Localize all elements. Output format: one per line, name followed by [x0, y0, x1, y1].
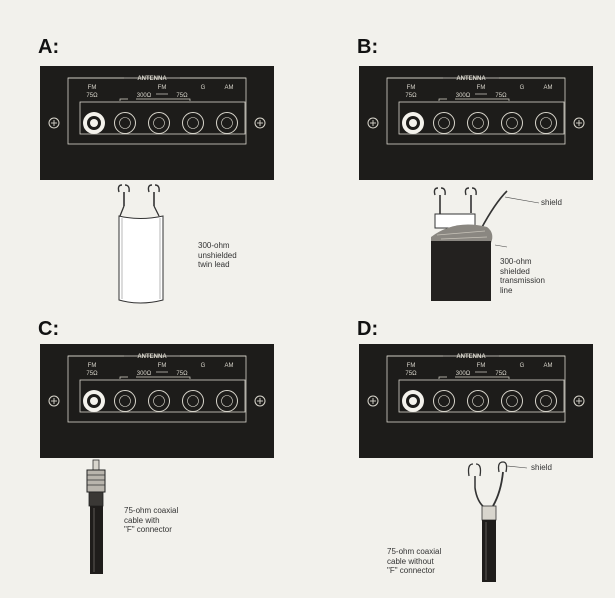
caption-line: shielded	[500, 266, 530, 276]
caption-line: unshielded	[198, 250, 237, 260]
fm-300-terminal-2	[467, 112, 489, 134]
ground-terminal	[182, 390, 204, 412]
caption-line: cable with	[124, 515, 160, 525]
caption-line: 300-ohm	[500, 257, 532, 266]
panel-b-letter: B:	[357, 36, 379, 58]
ohm75-right-label: 75Ω	[176, 93, 188, 99]
ground-label: G	[201, 363, 206, 369]
am-terminal	[535, 390, 557, 412]
am-label: AM	[544, 363, 553, 369]
caption-line: line	[500, 285, 513, 295]
fm-right-label: FM	[477, 363, 486, 369]
fm-right-label: FM	[477, 85, 486, 91]
terminal-board-b: ANTENNA FM 75Ω FM 300Ω 75Ω G AM	[359, 66, 593, 180]
fm-75-connector	[402, 390, 424, 412]
ground-label: G	[201, 85, 206, 91]
am-label: AM	[225, 363, 234, 369]
ground-terminal	[182, 112, 204, 134]
fm-right-label: FM	[158, 363, 167, 369]
ohm75-right-label: 75Ω	[495, 371, 507, 377]
ground-label: G	[520, 85, 525, 91]
fm-75-connector	[83, 390, 105, 412]
panel-b-caption: 300-ohm shielded transmission line	[500, 257, 545, 295]
fm-left-label: FM	[88, 363, 97, 369]
fm-right-label: FM	[158, 85, 167, 91]
coax-bare-illustration	[467, 461, 528, 582]
ohm75-left-label: 75Ω	[405, 371, 417, 377]
panel-d-shield-label: shield	[531, 463, 552, 472]
caption-line: twin lead	[198, 260, 230, 269]
ohm300-label: 300Ω	[456, 371, 471, 377]
ground-label: G	[520, 363, 525, 369]
panel-c-letter: C:	[38, 318, 60, 340]
ohm300-label: 300Ω	[456, 93, 471, 99]
panel-a-letter: A:	[38, 36, 60, 58]
panel-d-caption: 75-ohm coaxial cable without "F" connect…	[387, 547, 441, 576]
caption-line: 75-ohm coaxial	[124, 506, 179, 515]
panel-a-caption: 300-ohm unshielded twin lead	[198, 241, 237, 270]
ohm75-left-label: 75Ω	[405, 93, 417, 99]
panel-d-letter: D:	[357, 318, 379, 340]
ohm300-label: 300Ω	[137, 93, 152, 99]
fm-300-terminal-2	[148, 112, 170, 134]
caption-line: "F" connector	[124, 525, 172, 534]
ohm75-right-label: 75Ω	[176, 371, 188, 377]
am-label: AM	[544, 85, 553, 91]
am-terminal	[535, 112, 557, 134]
fm-left-label: FM	[407, 363, 416, 369]
ohm75-left-label: 75Ω	[86, 93, 98, 99]
ground-terminal	[501, 390, 523, 412]
terminal-board-d: ANTENNA FM 75Ω FM 300Ω 75Ω G AM	[359, 344, 593, 458]
twin-lead-cable-illustration	[117, 184, 164, 304]
am-terminal	[216, 112, 238, 134]
antenna-label: ANTENNA	[137, 354, 167, 360]
terminal-board-a: ANTENNA FM 75Ω FM 300Ω 75Ω G AM	[40, 66, 274, 180]
caption-line: 300-ohm	[198, 241, 230, 250]
fm-300-terminal-1	[433, 112, 455, 134]
fm-300-terminal-1	[114, 112, 136, 134]
am-terminal	[216, 390, 238, 412]
antenna-label: ANTENNA	[456, 354, 486, 360]
caption-line: transmission	[500, 276, 545, 285]
ground-terminal	[501, 112, 523, 134]
caption-line: cable without	[387, 556, 434, 566]
shielded-line-cable-illustration	[431, 187, 540, 301]
fm-300-terminal-2	[467, 390, 489, 412]
ohm75-left-label: 75Ω	[86, 371, 98, 377]
fm-300-terminal-2	[148, 390, 170, 412]
fm-300-terminal-1	[114, 390, 136, 412]
coax-f-connector-illustration	[86, 459, 106, 574]
antenna-label: ANTENNA	[137, 76, 167, 82]
fm-300-terminal-1	[433, 390, 455, 412]
ohm75-right-label: 75Ω	[495, 93, 507, 99]
fm-left-label: FM	[88, 85, 97, 91]
terminal-board-c: ANTENNA FM 75Ω FM 300Ω 75Ω G AM	[40, 344, 274, 458]
am-label: AM	[225, 85, 234, 91]
caption-line: "F" connector	[387, 566, 435, 575]
caption-line: 75-ohm coaxial	[387, 547, 442, 556]
ohm300-label: 300Ω	[137, 371, 152, 377]
fm-75-connector	[402, 112, 424, 134]
fm-left-label: FM	[407, 85, 416, 91]
panel-b-shield-label: shield	[541, 198, 562, 207]
panel-c-caption: 75-ohm coaxial cable with "F" connector	[124, 506, 178, 535]
antenna-label: ANTENNA	[456, 76, 486, 82]
fm-75-connector	[83, 112, 105, 134]
